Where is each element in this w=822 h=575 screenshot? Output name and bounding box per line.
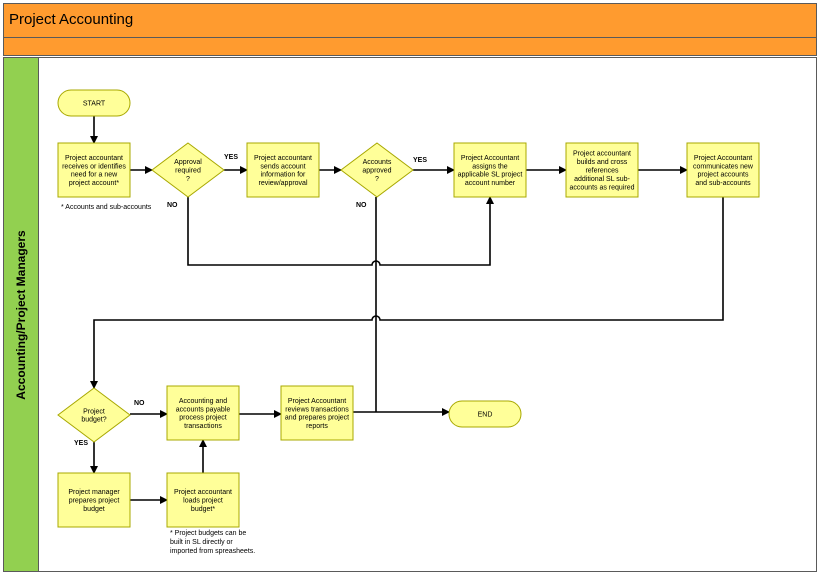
node-communicates-text: Project Accountant [694, 155, 752, 162]
node-accounts-approved [340, 142, 414, 198]
node-assigns-text: Project Accountant [461, 155, 519, 162]
node-sends-text: Project accountant [254, 155, 312, 162]
node-accounting-ap [166, 385, 240, 441]
node-start-text: START [83, 100, 106, 107]
node-approval-text: ? [186, 176, 190, 183]
node-accounting-ap-text: transactions [184, 423, 222, 430]
node-pm-prepares-text: prepares project [69, 497, 120, 504]
node-assigns-text: applicable SL project [458, 172, 523, 179]
node-accounts-approved-text: Accounts [363, 159, 392, 166]
edge-label-no3: NO [134, 400, 145, 407]
node-approval [151, 142, 225, 198]
footnote-note2: * Project budgets can be [170, 530, 246, 537]
node-accounting-ap-text: process project [179, 415, 227, 422]
node-sends-text: review/approval [258, 180, 307, 187]
node-reviews-text: reviews transactions [285, 406, 349, 413]
node-reviews [280, 385, 354, 441]
node-receives [57, 142, 131, 198]
node-sends-text: sends account [260, 163, 305, 170]
node-budget-text: budget? [81, 417, 106, 424]
node-pm-prepares-text: budget [83, 506, 104, 513]
node-assigns [453, 142, 527, 198]
node-assigns-text: account number [465, 180, 516, 187]
node-communicates [686, 142, 760, 198]
edge-label-no2: NO [356, 202, 367, 209]
node-accounting-ap-text: Accounting and [179, 398, 227, 405]
node-accounting-ap-text: accounts payable [176, 406, 231, 413]
node-receives-text: project account* [69, 180, 119, 187]
node-pm-prepares-text: Project manager [68, 489, 120, 496]
node-loads-text: Project accountant [174, 489, 232, 496]
node-budget-text: Project [83, 408, 105, 415]
node-receives-text: receives or identifies [62, 163, 126, 170]
edge-label-yes3: YES [74, 440, 88, 447]
header-sub-bar [3, 38, 817, 56]
node-builds-text: additional SL sub- [574, 176, 630, 183]
node-builds-text: builds and cross [577, 159, 628, 166]
node-sends [246, 142, 320, 198]
node-end [448, 400, 522, 428]
node-sends-text: information for [261, 172, 306, 179]
node-accounts-approved-text: ? [375, 176, 379, 183]
footnote-note2: built in SL directly or [170, 539, 233, 546]
node-communicates-text: project accounts [698, 172, 749, 179]
node-start [57, 89, 131, 117]
edge-label-yes1: YES [224, 154, 238, 161]
page-title: Project Accounting [9, 11, 134, 28]
node-loads-text: loads project [183, 497, 223, 504]
node-builds-text: accounts as required [570, 184, 635, 191]
node-reviews-text: reports [306, 423, 328, 430]
node-loads-text: budget* [191, 506, 215, 513]
node-communicates-text: communicates new [693, 163, 754, 170]
node-pm-prepares [57, 472, 131, 528]
footnote-note1: * Accounts and sub-accounts [61, 204, 152, 211]
swimlane-body [39, 57, 817, 572]
node-end-text: END [478, 411, 493, 418]
edge-approval-no-bypass [187, 196, 494, 266]
node-assigns-text: assigns the [472, 163, 508, 170]
edge-label-yes2: YES [413, 157, 427, 164]
node-builds-text: Project accountant [573, 151, 631, 158]
swimlane-label-bar: Accounting/Project Managers [3, 57, 39, 572]
node-loads [166, 472, 240, 528]
node-communicates-text: and sub-accounts [695, 180, 751, 187]
node-reviews-text: Project Accountant [288, 398, 346, 405]
node-builds-text: references [585, 167, 619, 174]
node-reviews-text: and prepares project [285, 415, 349, 422]
edge-label-no1: NO [167, 202, 178, 209]
node-budget [57, 387, 131, 443]
header-title-bar: Project Accounting [3, 3, 817, 38]
node-accounts-approved-text: approved [362, 167, 391, 174]
node-approval-text: required [175, 167, 201, 174]
footnote-note2: imported from spreasheets. [170, 548, 255, 555]
node-receives-text: need for a new [71, 172, 118, 179]
node-receives-text: Project accountant [65, 155, 123, 162]
node-approval-text: Approval [174, 159, 202, 166]
node-builds [565, 142, 639, 198]
